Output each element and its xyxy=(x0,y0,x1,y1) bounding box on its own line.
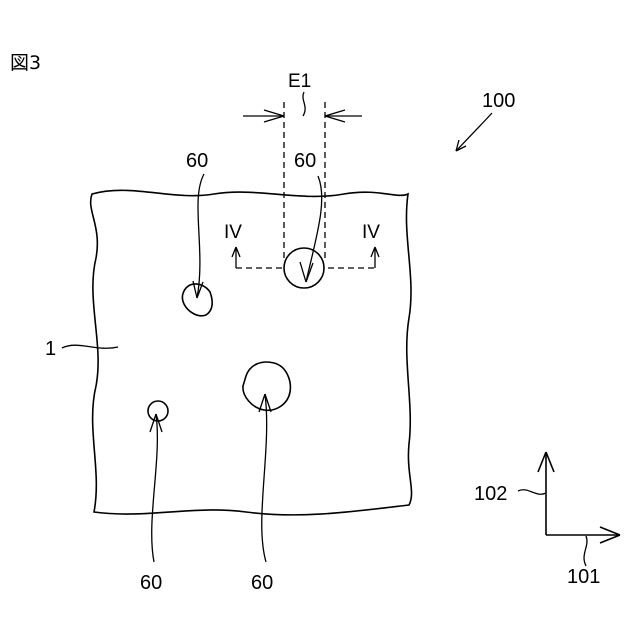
defect-upper-left-leader xyxy=(197,174,204,298)
width-dimension-tick xyxy=(303,92,305,116)
defect-lower-middle xyxy=(243,362,290,410)
section-line-left-end xyxy=(232,247,240,268)
defect-ref-label: 60 xyxy=(251,572,273,594)
axis-horizontal-ref-label: 101 xyxy=(567,566,600,588)
assembly-ref-label: 100 xyxy=(482,90,515,112)
axis-horizontal-ref-leader xyxy=(584,536,587,566)
plate-ref-label: 1 xyxy=(45,338,56,360)
defect-upper-left xyxy=(182,284,212,316)
defect-lower-middle-leader xyxy=(262,394,267,562)
defect-ref-label: 60 xyxy=(186,150,208,172)
width-dimension-label: E1 xyxy=(288,71,311,92)
defect-lower-left-leader xyxy=(152,414,158,562)
axis-vertical-ref-label: 102 xyxy=(474,483,507,505)
figure-label: 図3 xyxy=(10,52,41,74)
defect-center-top xyxy=(284,248,324,288)
defect-center-top-leader xyxy=(306,176,322,282)
section-mark-left: IV xyxy=(224,222,242,243)
assembly-ref-leader xyxy=(457,113,492,150)
section-mark-right: IV xyxy=(362,222,380,243)
section-line-right-end xyxy=(371,247,379,268)
defect-center-top-arrowhead xyxy=(300,262,313,282)
defect-ref-label: 60 xyxy=(140,572,162,594)
axis-vertical-ref-leader xyxy=(518,490,546,494)
defect-ref-label: 60 xyxy=(294,150,316,172)
plate-ref-leader xyxy=(62,345,118,348)
